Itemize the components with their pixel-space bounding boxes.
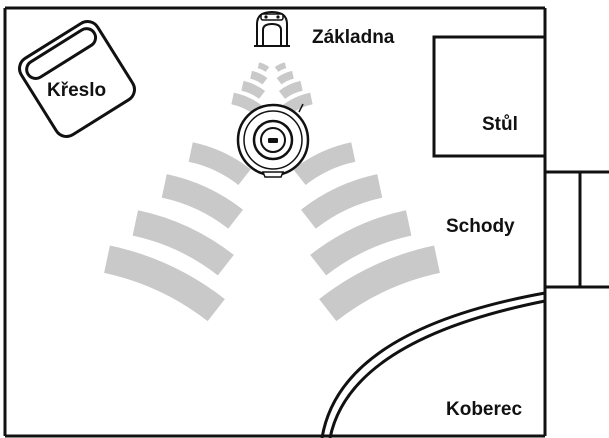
chair-label: Křeslo [47, 80, 107, 101]
table-label: Stůl [482, 114, 518, 135]
signal-arc-7-right [319, 245, 441, 322]
signal-arc-6-left [132, 210, 234, 276]
signal-arc-7-left [103, 245, 225, 322]
stairs [543, 170, 609, 289]
carpet-label: Koberec [446, 399, 523, 420]
signal-arc-4-left [188, 142, 251, 186]
base-label: Základna [312, 27, 395, 48]
robot-vacuum-icon [236, 103, 310, 178]
signal-arc-6-right [310, 210, 412, 276]
signal-arc-2-left [241, 80, 266, 100]
stairs-label: Schody [446, 216, 515, 237]
armchair [18, 20, 136, 138]
signal-arc-4-right [293, 142, 356, 186]
signal-waves [103, 62, 441, 322]
signal-arc-0-right [274, 62, 287, 72]
signal-arc-1-left [250, 70, 268, 85]
signal-arc-5-right [300, 174, 383, 229]
charging-dock-icon [254, 10, 290, 47]
signal-arc-1-right [276, 70, 294, 85]
room-walls [3, 6, 547, 438]
signal-arc-2-right [278, 80, 303, 100]
signal-arc-0-left [257, 62, 270, 72]
table [432, 35, 547, 158]
signal-arc-5-left [161, 174, 244, 229]
carpet [320, 291, 546, 438]
